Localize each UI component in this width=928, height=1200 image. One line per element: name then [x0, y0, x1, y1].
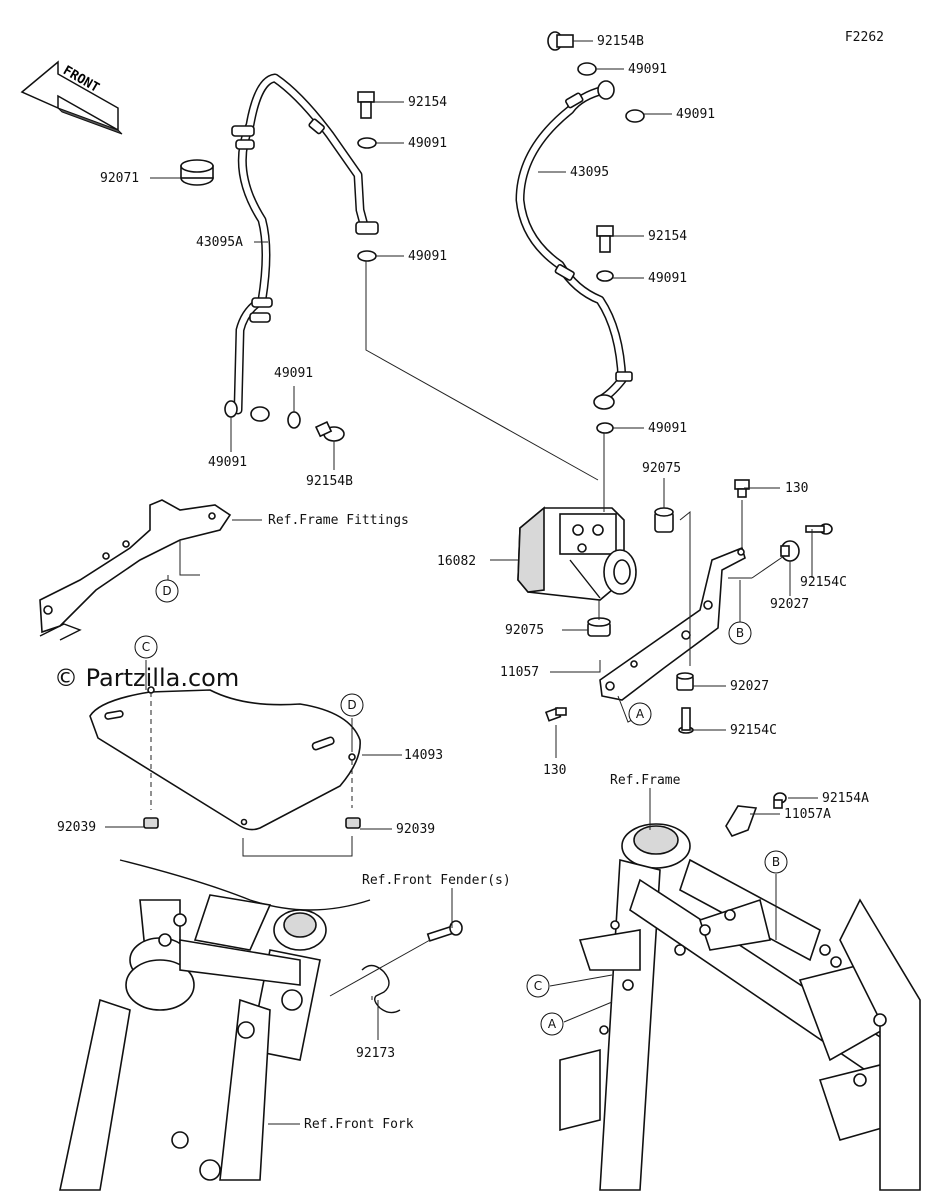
part-label-49091: 49091: [408, 136, 447, 151]
part-label-92154C: 92154C: [800, 575, 847, 590]
ref-front-fenders: Ref.Front Fender(s): [362, 873, 511, 888]
part-label-92027: 92027: [730, 679, 769, 694]
part-label-92071: 92071: [100, 171, 139, 186]
bolt-130: [544, 707, 567, 722]
washer-49091: [577, 62, 597, 76]
banjo-bolt-92154B: [314, 420, 345, 442]
part-label-92039: 92039: [396, 822, 435, 837]
ref-frame-fittings: Ref.Frame Fittings: [268, 513, 409, 528]
part-label-130: 130: [785, 481, 808, 496]
part-label-92039: 92039: [57, 820, 96, 835]
svg-text:A: A: [636, 707, 645, 721]
part-label-92154: 92154: [408, 95, 447, 110]
bolt-92154A: [773, 792, 787, 809]
part-label-49091: 49091: [408, 249, 447, 264]
marker-A: A: [540, 1012, 564, 1036]
part-label-92154A: 92154A: [822, 791, 869, 806]
banjo-bolt-92154: [357, 91, 375, 119]
banjo-bolt-92154: [596, 225, 614, 253]
watermark: © Partzilla.com: [54, 664, 240, 692]
svg-text:D: D: [347, 698, 356, 712]
frame-assembly: [559, 823, 921, 1191]
marker-D: D: [155, 579, 179, 603]
bracket-11057A: [725, 805, 758, 837]
cover-plate-14093: [89, 686, 361, 831]
part-label-16082: 16082: [437, 554, 476, 569]
part-label-43095A: 43095A: [196, 235, 243, 250]
figure-code: F2262: [844, 30, 884, 45]
front-fork-assembly: [59, 859, 371, 1191]
collar-92027: [676, 672, 694, 691]
abs-unit-16082: [517, 506, 637, 601]
marker-C: C: [134, 635, 158, 659]
marker-B: B: [728, 621, 752, 645]
banjo-bolt-92154B: [547, 31, 574, 51]
washer-49091: [357, 250, 377, 262]
bolt-92154C: [805, 523, 833, 535]
part-label-130: 130: [543, 763, 566, 778]
front-arrow-icon: FRONT: [20, 60, 123, 135]
svg-text:A: A: [548, 1017, 557, 1031]
bolt-130: [734, 479, 750, 498]
washer-49091: [625, 109, 645, 123]
brake-hose-43095A: [231, 73, 379, 422]
leader-lines: [105, 40, 818, 1125]
ref-frame: Ref.Frame: [610, 773, 681, 788]
clip-nut-92039: [345, 817, 361, 829]
washer-49091: [596, 270, 614, 282]
part-label-92173: 92173: [356, 1046, 395, 1061]
part-label-92154C: 92154C: [730, 723, 777, 738]
part-label-92154: 92154: [648, 229, 687, 244]
bushing-92075: [587, 617, 611, 637]
part-label-49091: 49091: [628, 62, 667, 77]
svg-text:D: D: [162, 584, 171, 598]
part-label-43095: 43095: [570, 165, 609, 180]
part-label-92075: 92075: [642, 461, 681, 476]
washer-49091: [224, 400, 238, 418]
ref-front-fork: Ref.Front Fork: [304, 1117, 414, 1132]
svg-text:B: B: [736, 626, 744, 640]
part-label-49091: 49091: [676, 107, 715, 122]
marker-B: B: [764, 850, 788, 874]
grommet-92071: [180, 159, 214, 186]
frame-fittings-bracket: [39, 499, 232, 641]
svg-text:C: C: [534, 979, 542, 993]
screw-front-fender: [426, 920, 463, 942]
part-label-11057A: 11057A: [784, 807, 831, 822]
part-label-92154B: 92154B: [597, 34, 644, 49]
svg-text:B: B: [772, 855, 780, 869]
bolt-92154C: [678, 707, 694, 734]
washer-49091: [287, 411, 301, 429]
marker-C: C: [526, 974, 550, 998]
part-label-11057: 11057: [500, 665, 539, 680]
washer-49091: [357, 137, 377, 149]
bushing-92075: [654, 507, 674, 533]
part-label-49091: 49091: [648, 271, 687, 286]
clip-nut-92039: [143, 817, 159, 829]
part-label-49091: 49091: [208, 455, 247, 470]
svg-text:C: C: [142, 640, 150, 654]
washer-49091: [596, 422, 614, 434]
collar-92027: [780, 540, 800, 562]
marker-A: A: [628, 702, 652, 726]
part-label-92154B: 92154B: [306, 474, 353, 489]
marker-D: D: [340, 693, 364, 717]
clamp-92173: [361, 964, 401, 1014]
part-label-14093: 14093: [404, 748, 443, 763]
part-label-49091: 49091: [648, 421, 687, 436]
part-label-49091: 49091: [274, 366, 313, 381]
brake-hose-43095: [515, 80, 633, 410]
part-label-92075: 92075: [505, 623, 544, 638]
part-label-92027: 92027: [770, 597, 809, 612]
